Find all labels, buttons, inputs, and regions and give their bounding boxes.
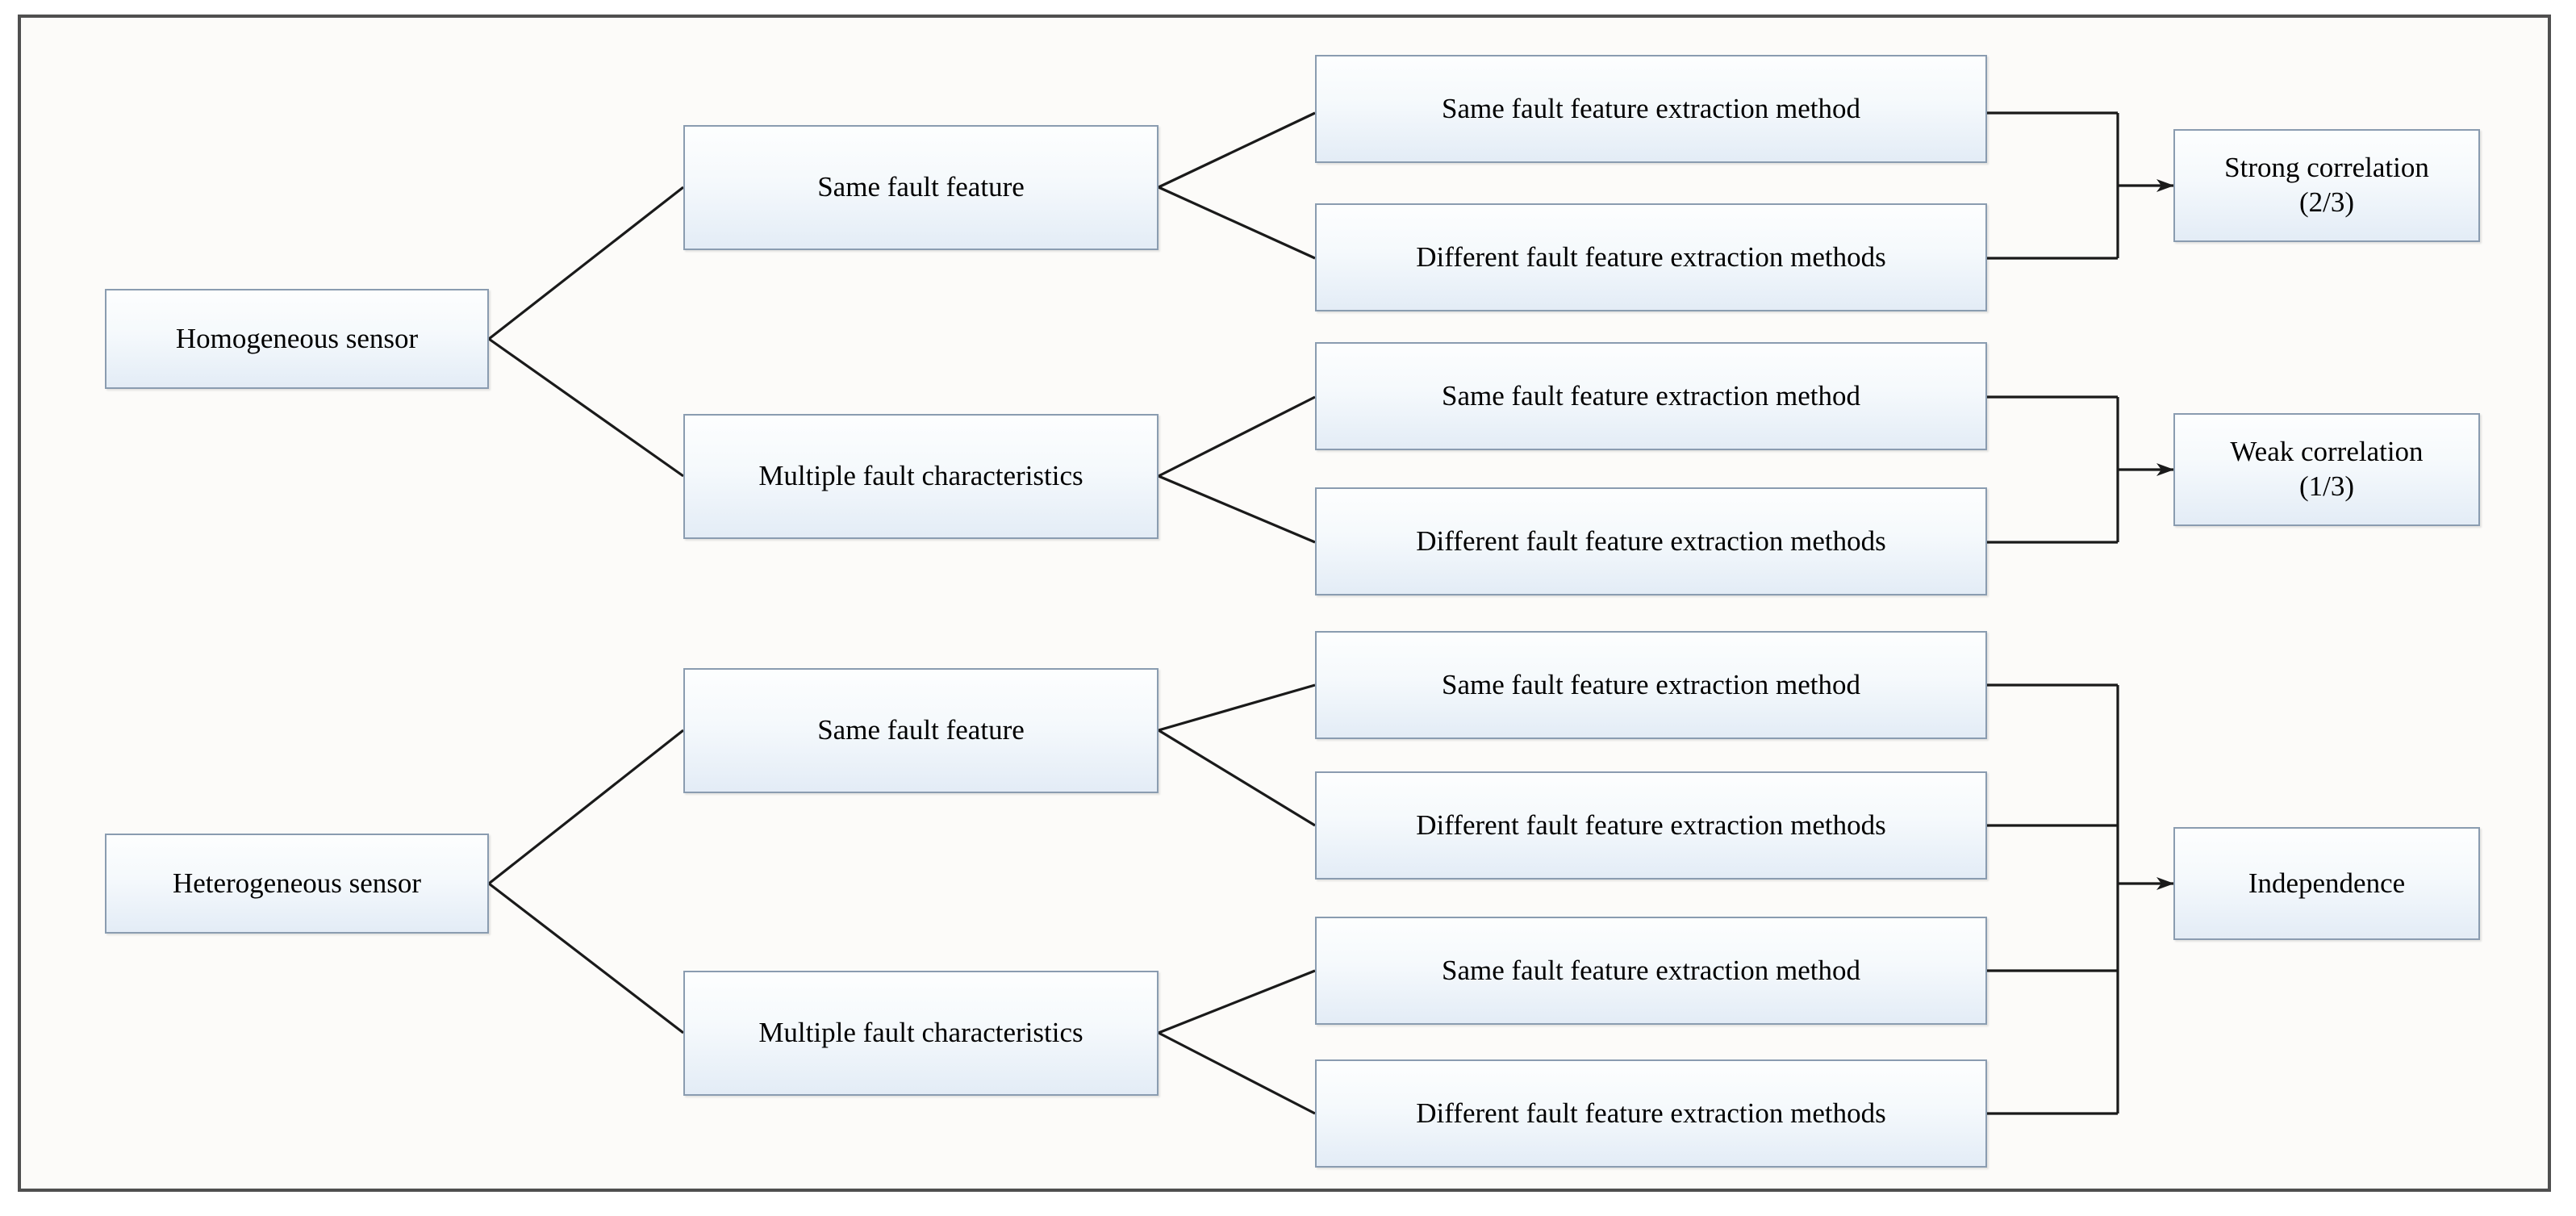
node-outcome-strong-correlation[interactable]: Strong correlation (2/3) (2173, 129, 2480, 242)
node-label: Strong correlation (2/3) (2224, 152, 2429, 218)
node-label: Multiple fault characteristics (758, 1017, 1083, 1049)
node-label: Same fault feature (817, 714, 1025, 746)
node-label: Different fault feature extraction metho… (1416, 240, 1886, 273)
node-homo-multiple-fault-characteristics[interactable]: Multiple fault characteristics (683, 414, 1159, 539)
node-label: Same fault feature extraction method (1442, 668, 1860, 700)
node-label: Heterogeneous sensor (172, 867, 422, 899)
node-heterogeneous-sensor[interactable]: Heterogeneous sensor (105, 834, 489, 934)
node-label: Different fault feature extraction metho… (1416, 809, 1886, 841)
node-hetero-same-fault-feature[interactable]: Same fault feature (683, 668, 1159, 793)
node-label: Homogeneous sensor (175, 322, 419, 354)
node-method-2-different[interactable]: Different fault feature extraction metho… (1315, 203, 1987, 311)
node-label: Same fault feature extraction method (1442, 92, 1860, 124)
node-outcome-independence[interactable]: Independence (2173, 827, 2480, 940)
node-label: Weak correlation (1/3) (2230, 436, 2424, 502)
node-label: Independence (2248, 867, 2406, 899)
node-method-5-same[interactable]: Same fault feature extraction method (1315, 631, 1987, 739)
node-hetero-multiple-fault-characteristics[interactable]: Multiple fault characteristics (683, 971, 1159, 1096)
node-method-6-different[interactable]: Different fault feature extraction metho… (1315, 771, 1987, 880)
node-label: Same fault feature extraction method (1442, 954, 1860, 986)
node-label: Same fault feature extraction method (1442, 379, 1860, 412)
node-label: Same fault feature (817, 171, 1025, 203)
diagram-frame (18, 15, 2551, 1192)
node-label: Different fault feature extraction metho… (1416, 1097, 1886, 1129)
node-method-4-different[interactable]: Different fault feature extraction metho… (1315, 487, 1987, 595)
node-outcome-weak-correlation[interactable]: Weak correlation (1/3) (2173, 413, 2480, 526)
node-label: Different fault feature extraction metho… (1416, 524, 1886, 557)
node-homo-same-fault-feature[interactable]: Same fault feature (683, 125, 1159, 250)
node-method-7-same[interactable]: Same fault feature extraction method (1315, 917, 1987, 1025)
node-method-1-same[interactable]: Same fault feature extraction method (1315, 55, 1987, 163)
node-label: Multiple fault characteristics (758, 460, 1083, 492)
node-homogeneous-sensor[interactable]: Homogeneous sensor (105, 289, 489, 389)
node-method-8-different[interactable]: Different fault feature extraction metho… (1315, 1059, 1987, 1168)
node-method-3-same[interactable]: Same fault feature extraction method (1315, 342, 1987, 450)
